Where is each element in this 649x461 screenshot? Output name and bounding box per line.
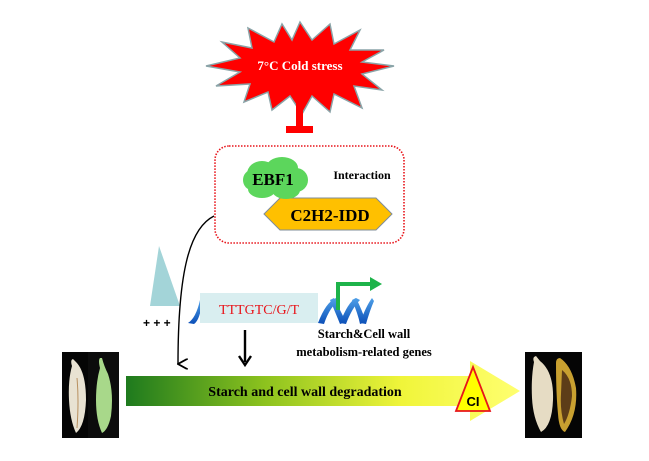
promoter-motif-box: TTTGTC/G/T xyxy=(200,293,318,323)
banana-image-after xyxy=(525,352,582,438)
dna-strand-left xyxy=(188,300,202,324)
inhibition-arrow xyxy=(286,102,313,133)
genes-label-line1: Starch&Cell wall xyxy=(318,327,411,341)
transcription-start-arrow xyxy=(336,277,382,310)
cold-stress-starburst: 7°C Cold stress xyxy=(205,20,395,116)
ci-label: CI xyxy=(467,394,480,409)
ebf1-label: EBF1 xyxy=(252,170,294,189)
chilling-injury-badge: CI xyxy=(454,364,492,412)
genes-label-line2: metabolism-related genes xyxy=(296,345,432,359)
banana-image-before xyxy=(62,352,119,438)
ebf1-protein: EBF1 xyxy=(243,157,308,199)
process-arrow: Starch and cell wall degradation xyxy=(126,361,520,421)
expression-level-triangle xyxy=(150,246,180,306)
interaction-label: Interaction xyxy=(333,168,391,182)
promoter-motif-label: TTTGTC/G/T xyxy=(219,303,300,318)
protein-complex-box xyxy=(214,145,405,244)
activation-arrow xyxy=(238,330,252,368)
c2h2-idd-label: C2H2-IDD xyxy=(290,206,369,225)
expression-plus-marks: + + + xyxy=(143,316,171,330)
binding-arrow xyxy=(178,215,215,364)
cold-stress-label: 7°C Cold stress xyxy=(257,58,342,73)
process-label: Starch and cell wall degradation xyxy=(208,385,402,400)
dna-helix xyxy=(318,298,374,324)
c2h2-idd-protein: C2H2-IDD xyxy=(263,197,393,231)
